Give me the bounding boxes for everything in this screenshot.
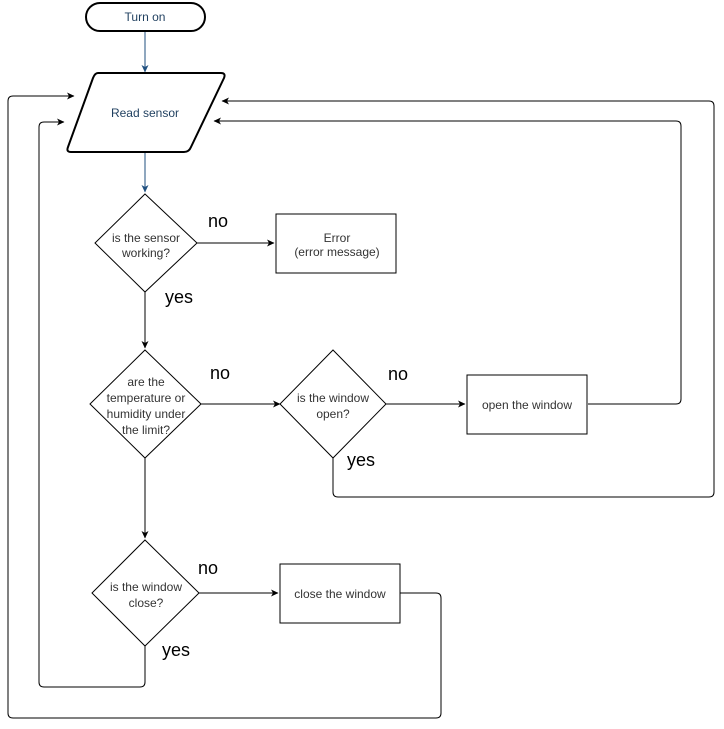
sensor-working-decision: is the sensor working? xyxy=(94,193,198,293)
label-window-open-no: no xyxy=(388,364,408,384)
error-line1: Error xyxy=(324,231,351,245)
under-limit-line4: the limit? xyxy=(122,423,170,437)
error-line2: (error message) xyxy=(294,245,379,259)
close-window-node: close the window xyxy=(279,563,401,624)
under-limit-line3: humidity under xyxy=(107,407,186,421)
edge-window-close-yes-to-read xyxy=(38,118,146,688)
label-window-close-no: no xyxy=(198,558,218,578)
label-window-open-yes: yes xyxy=(347,450,375,470)
open-window-label: open the window xyxy=(482,398,572,412)
window-close-decision: is the window close? xyxy=(91,539,200,647)
window-open-decision: is the window open? xyxy=(279,349,387,459)
error-node: Error (error message) xyxy=(275,213,397,274)
label-window-close-yes: yes xyxy=(162,640,190,660)
window-close-line2: close? xyxy=(129,596,164,610)
sensor-working-line1: is the sensor xyxy=(112,231,180,245)
edge-close-window-to-read xyxy=(7,92,442,719)
under-limit-line1: are the xyxy=(127,375,165,389)
close-window-label: close the window xyxy=(294,587,386,601)
read-sensor-node: Read sensor xyxy=(66,72,226,153)
label-limit-no: no xyxy=(210,363,230,383)
start-node: Turn on xyxy=(85,2,206,32)
window-open-line2: open? xyxy=(316,407,350,421)
edge-window-open-yes-to-read xyxy=(221,97,715,498)
read-sensor-label: Read sensor xyxy=(111,106,179,120)
window-open-line1: is the window xyxy=(297,391,369,405)
label-sensor-yes: yes xyxy=(165,287,193,307)
open-window-node: open the window xyxy=(466,374,588,435)
window-close-line1: is the window xyxy=(110,580,182,594)
under-limit-line2: temperature or xyxy=(107,391,186,405)
sensor-working-line2: working? xyxy=(121,246,170,260)
label-sensor-no: no xyxy=(208,211,228,231)
start-label: Turn on xyxy=(125,10,166,24)
under-limit-decision: are the temperature or humidity under th… xyxy=(89,349,202,459)
edge-open-window-to-read xyxy=(213,117,682,405)
